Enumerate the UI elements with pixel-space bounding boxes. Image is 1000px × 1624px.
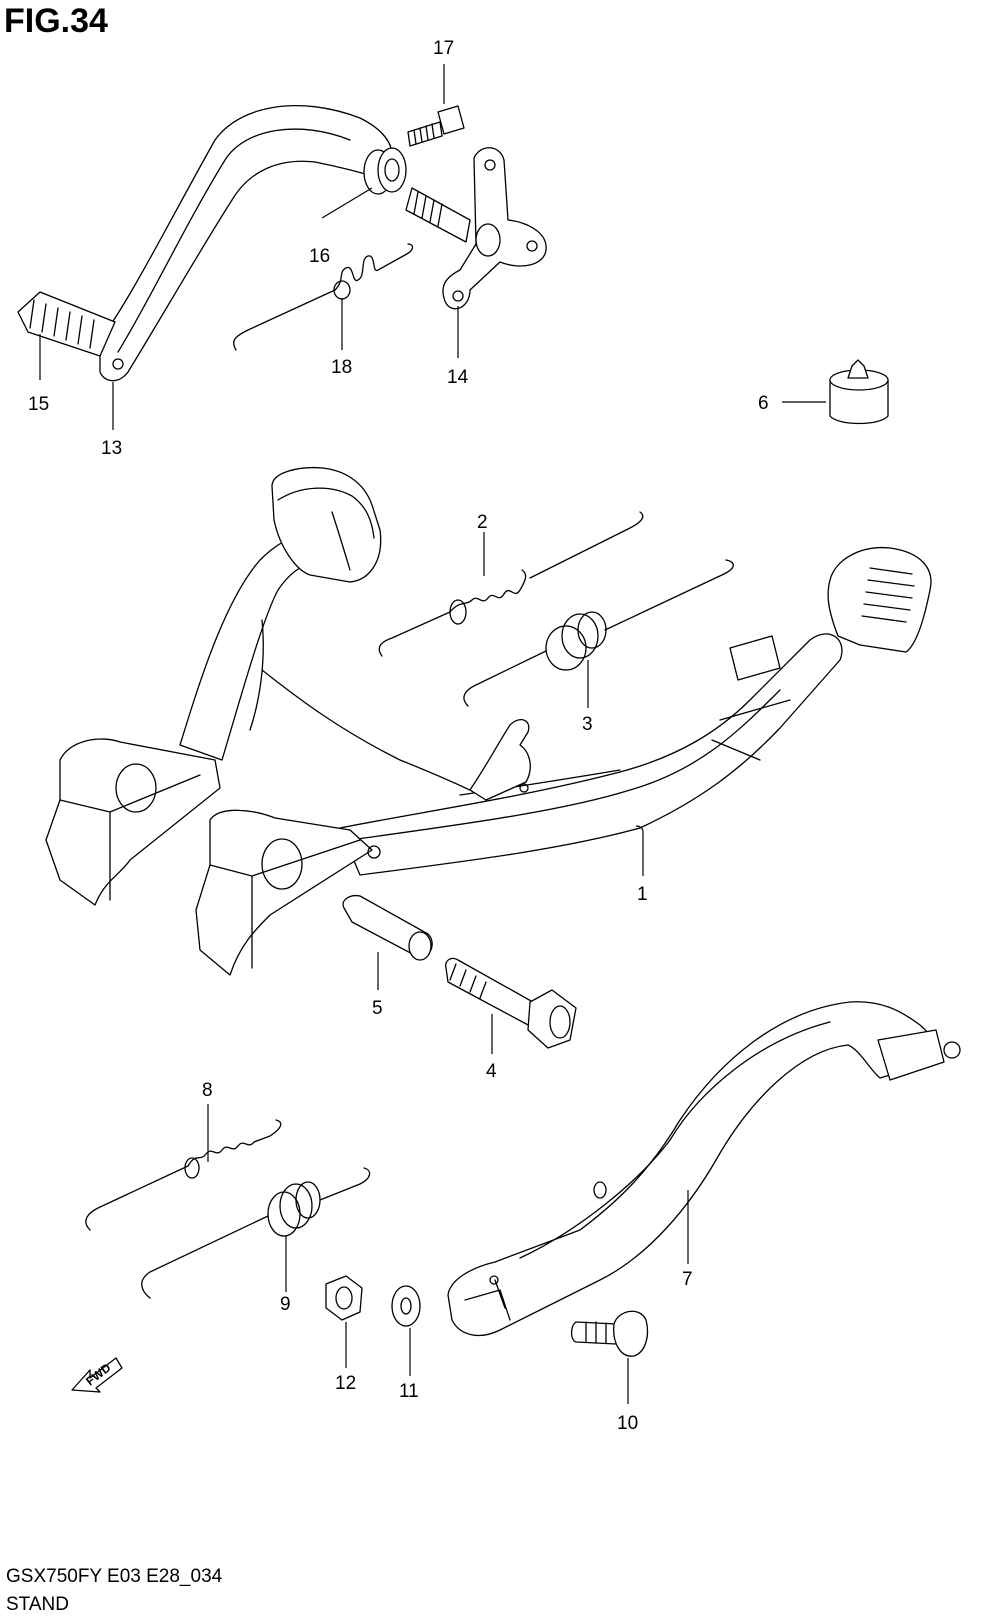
callout-labels: 17 16 18 14 15 13 6 2 3 1 5 4 8 9 7 12 1… [28, 38, 769, 1434]
callout-2: 2 [477, 512, 488, 533]
callout-16: 16 [309, 246, 330, 267]
part-11-washer[interactable] [391, 1285, 421, 1327]
diagram-subtitle: STAND [6, 1594, 69, 1615]
callout-9: 9 [280, 1294, 291, 1315]
callout-18: 18 [331, 357, 352, 378]
figure-title: FIG.34 [4, 2, 108, 40]
callout-10: 10 [617, 1413, 638, 1434]
part-4-bolt[interactable] [445, 957, 577, 1049]
callout-6: 6 [758, 393, 769, 414]
callout-3: 3 [582, 714, 593, 735]
part-1-main-stand[interactable] [45, 466, 932, 976]
part-12-nut[interactable] [325, 1275, 363, 1321]
callout-12: 12 [335, 1373, 356, 1394]
callout-15: 15 [28, 394, 49, 415]
callout-13: 13 [101, 438, 122, 459]
part-13-foot-lever[interactable] [99, 105, 393, 382]
model-code: GSX750FY E03 E28_034 [6, 1566, 223, 1587]
part-5-collar[interactable] [342, 894, 433, 961]
part-15-footrest-rubber[interactable] [17, 291, 116, 357]
part-16-bushing[interactable] [363, 147, 407, 195]
part-14-pivot-plate[interactable] [405, 147, 547, 310]
callout-7: 7 [682, 1269, 693, 1290]
part-9-spring[interactable] [141, 1167, 371, 1299]
part-3-spring[interactable] [463, 559, 734, 707]
part-17-bolt[interactable] [407, 105, 465, 147]
callout-8: 8 [202, 1080, 213, 1101]
callout-11: 11 [399, 1381, 419, 1402]
part-7-side-stand[interactable] [447, 1001, 961, 1337]
callout-4: 4 [486, 1061, 497, 1082]
fwd-direction-arrow: FWD [71, 1357, 123, 1393]
part-2-spring[interactable] [378, 511, 644, 657]
callout-5: 5 [372, 998, 383, 1019]
callout-14: 14 [447, 367, 469, 388]
part-6-rubber-stopper[interactable] [829, 359, 889, 425]
leader-lines [39, 64, 826, 1404]
part-8-spring[interactable] [85, 1119, 282, 1231]
callout-1: 1 [637, 884, 648, 905]
part-10-bolt[interactable] [570, 1310, 649, 1357]
callout-17: 17 [433, 38, 454, 59]
